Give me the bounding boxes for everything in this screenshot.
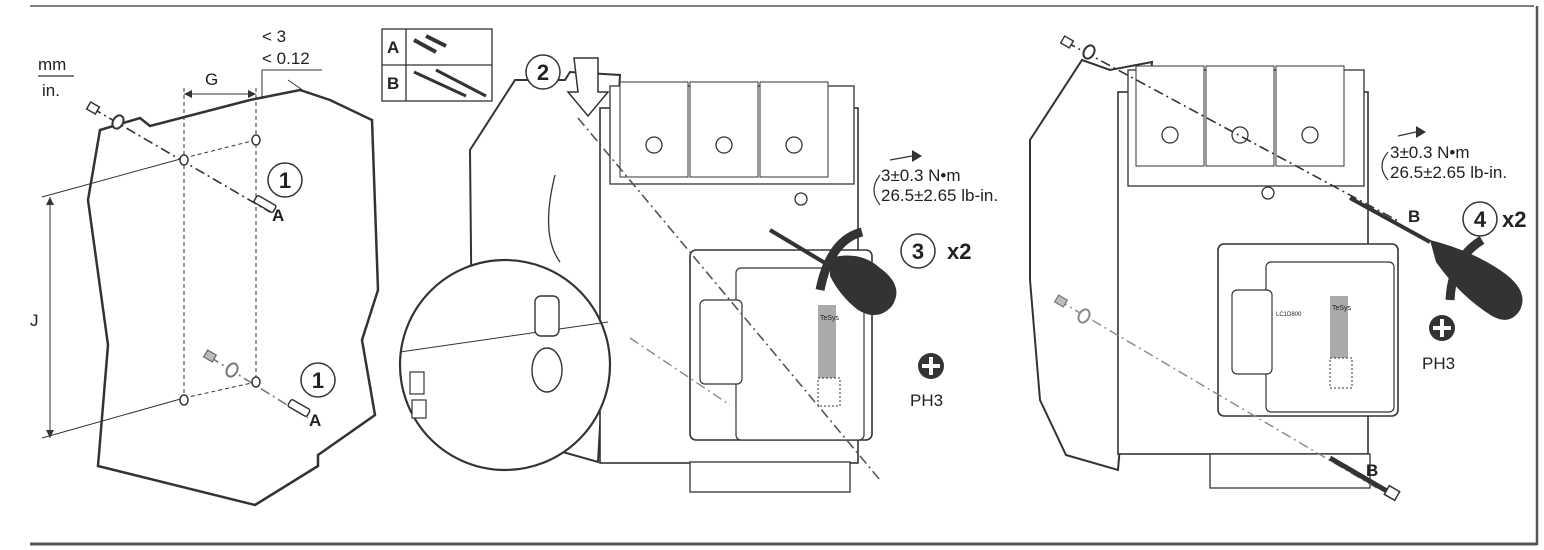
contactor-band	[818, 305, 836, 385]
qr-code-2	[1329, 357, 1353, 389]
unit-in-label: in.	[42, 81, 60, 100]
screw-b-top-label: B	[1408, 207, 1420, 226]
step-4-number: 4	[1474, 207, 1487, 232]
step-3-number: 3	[912, 239, 924, 264]
step-1-top-number: 1	[279, 168, 291, 193]
step-3-badge	[900, 233, 936, 269]
screw-a-top-label: A	[272, 206, 284, 225]
torque-imperial-label-2: 26.5±2.65 lb-in.	[1390, 163, 1507, 182]
panel-2-mounting: TeSys 2 3±0	[398, 54, 998, 493]
gap-in-label: < 0.12	[262, 49, 310, 68]
torque-imperial-label-1: 26.5±2.65 lb-in.	[881, 186, 998, 205]
phillips-cross-icon	[918, 353, 944, 379]
screw-b-bottom-icon	[1328, 455, 1401, 502]
mounting-panel	[86, 88, 380, 507]
model-label: LC1D800	[1276, 312, 1302, 318]
step-2-number: 2	[537, 60, 549, 85]
detail-magnifier	[398, 174, 612, 472]
contactor-body-2: TeSys LC1D800	[1117, 65, 1399, 489]
screwdriver-icon-2	[1349, 196, 1523, 320]
screw-b-bottom-label: B	[1366, 461, 1378, 480]
legend-key-b: B	[387, 74, 399, 93]
screw-a-legend-icon	[413, 34, 447, 54]
brand-label-1: TeSys	[820, 315, 840, 322]
screw-a-bottom-icon	[202, 349, 311, 417]
step-1-bottom-badge	[300, 362, 336, 398]
contactor-band-2	[1330, 296, 1348, 364]
step-1-bottom-number: 1	[312, 368, 324, 393]
brand-label-2: TeSys	[1332, 305, 1352, 312]
screw-a-top-icon	[85, 101, 277, 213]
screw-a-bottom-label: A	[309, 411, 321, 430]
step-2-badge	[525, 54, 561, 90]
qr-code-1	[817, 377, 841, 407]
screw-b-legend-icon	[413, 68, 487, 98]
screwdriver-icon	[768, 227, 897, 316]
screw-legend: A B	[381, 28, 493, 102]
dimension-j-label: J	[30, 311, 39, 330]
panel-1-drilling: mm in. < 3 < 0.12 G J	[30, 27, 380, 507]
legend-key-a: A	[387, 38, 399, 57]
step-1-top-badge	[267, 162, 303, 198]
tool-label-2: PH3	[1422, 354, 1455, 373]
phillips-cross-icon-2	[1429, 315, 1455, 341]
panel-3-mounting: TeSys LC1D800 B B 3±0.3 N•	[1029, 35, 1526, 502]
push-down-arrow-icon	[566, 57, 610, 118]
step-3-count: x2	[947, 239, 971, 264]
torque-metric-label-2: 3±0.3 N•m	[1390, 143, 1470, 162]
torque-metric-label-1: 3±0.3 N•m	[881, 166, 961, 185]
unit-mm-label: mm	[38, 55, 66, 74]
tool-label-1: PH3	[910, 391, 943, 410]
gap-mm-label: < 3	[262, 27, 286, 46]
screw-b-top-icon	[1059, 35, 1075, 49]
step-4-badge	[1462, 201, 1498, 237]
step-4-count: x2	[1502, 207, 1526, 232]
dimension-g-label: G	[205, 70, 218, 89]
contactor-body: TeSys	[599, 81, 873, 493]
